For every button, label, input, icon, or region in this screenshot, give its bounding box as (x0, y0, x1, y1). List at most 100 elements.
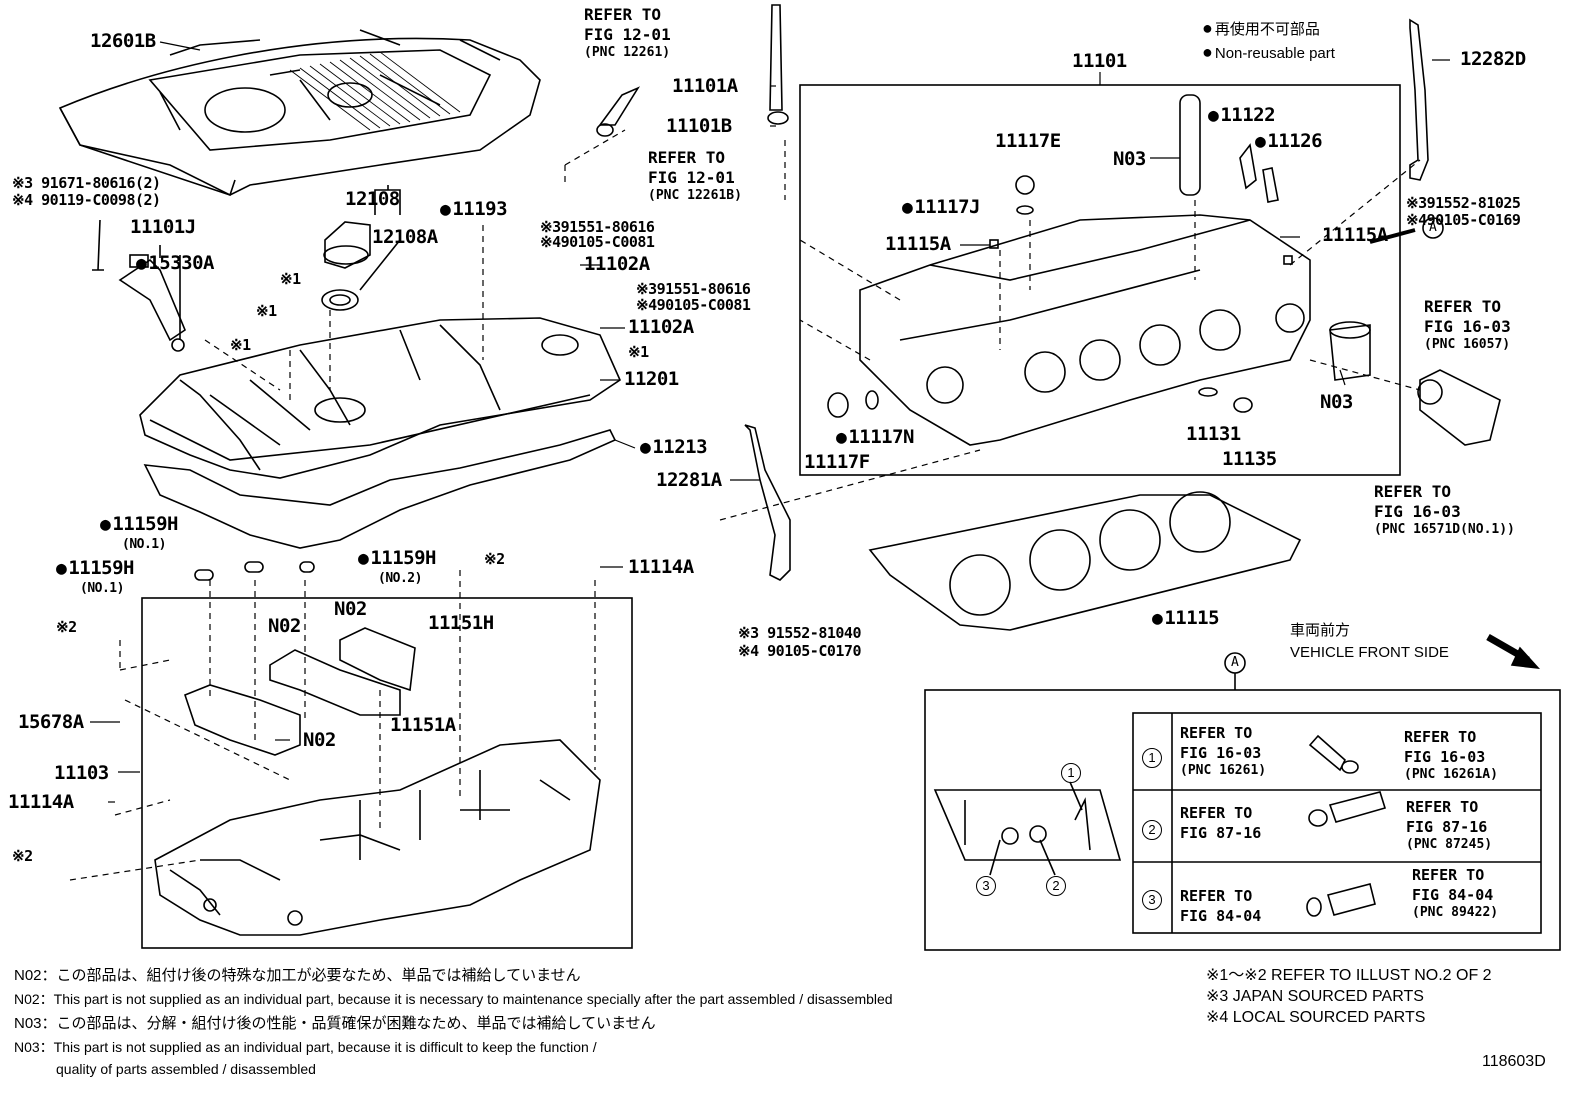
code-90105-c0081-a[interactable]: ※490105-C0081 (540, 233, 655, 251)
label-11103[interactable]: 11103 (54, 762, 109, 784)
detail-box-marker[interactable]: A (1231, 655, 1239, 670)
detail-callout-2: 2 (1046, 876, 1066, 896)
label-15330a-text: 15330A (148, 252, 214, 274)
head-cover-gasket-drawing (143, 429, 617, 549)
label-11193[interactable]: 11193 (440, 200, 507, 219)
label-11159h-no1-b[interactable]: 11159H (56, 559, 134, 578)
label-11115[interactable]: 11115 (1152, 609, 1219, 628)
marker-x1-a: ※1 (280, 270, 301, 288)
hose-drawing (596, 86, 1501, 446)
label-11115a-right[interactable]: 11115A (1322, 224, 1388, 246)
refer-fig: FIG 16-03 (1374, 502, 1461, 521)
refer-line: REFER TO (1404, 728, 1477, 746)
label-11101j[interactable]: 11101J (130, 216, 196, 238)
code-91552-81040[interactable]: ※3 91552-81040 (738, 624, 861, 642)
bracket-12281a-drawing (744, 424, 791, 581)
code-90119-c0098[interactable]: ※4 90119-C0098(2) (12, 191, 161, 209)
label-15330a[interactable]: 15330A (136, 254, 214, 273)
code-91551-80616-a[interactable]: ※391551-80616 (540, 218, 655, 236)
label-11117j[interactable]: 11117J (902, 198, 980, 217)
label-11159h-text: 11159H (68, 557, 134, 579)
code-90105-c0081-b[interactable]: ※490105-C0081 (636, 296, 751, 314)
code-91552-81025[interactable]: ※391552-81025 (1406, 194, 1521, 212)
refer-line: REFER TO (1424, 297, 1502, 316)
label-11101b[interactable]: 11101B (666, 115, 732, 137)
label-11117f[interactable]: 11117F (804, 451, 870, 473)
code-90105-c0169[interactable]: ※490105-C0169 (1406, 211, 1521, 229)
refer-line: REFER TO (1180, 724, 1253, 742)
note-n02-en: N02：This part is not supplied as an indi… (14, 991, 893, 1007)
label-11131[interactable]: 11131 (1186, 423, 1241, 445)
label-11135[interactable]: 11135 (1222, 448, 1277, 470)
label-11126[interactable]: 11126 (1255, 132, 1322, 151)
refer-line: REFER TO (1406, 798, 1479, 816)
note-n03-en-cont: quality of parts assembled / disassemble… (56, 1061, 316, 1077)
marker-x1-d: ※1 (628, 343, 649, 361)
label-n02-lower[interactable]: N02 (303, 729, 336, 751)
label-n02-left[interactable]: N02 (268, 615, 301, 637)
note-n03-jp: N03：この部品は、分解・組付け後の性能・品質確保が困難なため、単品では補給して… (14, 1015, 656, 1032)
refer-line: REFER TO (584, 5, 662, 24)
label-11151a[interactable]: 11151A (390, 714, 456, 736)
code-91671-80616[interactable]: ※3 91671-80616(2) (12, 174, 161, 192)
label-12281a[interactable]: 12281A (656, 469, 722, 491)
legend-jp-text: 再使用不可部品 (1214, 21, 1320, 38)
vehicle-front-en: VEHICLE FRONT SIDE (1290, 644, 1449, 661)
label-11159h-no2-sub: (NO.2) (378, 571, 422, 586)
label-11102a-upper[interactable]: 11102A (584, 253, 650, 275)
marker-a-head[interactable]: A (1429, 220, 1437, 235)
label-11122[interactable]: 11122 (1208, 106, 1275, 125)
refer-fig: FIG 12-01 (584, 25, 671, 44)
label-11115-text: 11115 (1164, 607, 1220, 629)
bearing-cap-drawing (184, 561, 416, 756)
refer-line: REFER TO (1180, 804, 1253, 822)
refer-pnc: (PNC 12261B) (648, 188, 742, 203)
label-11213[interactable]: 11213 (640, 438, 707, 457)
label-11201[interactable]: 11201 (624, 368, 679, 390)
label-11102a-lower[interactable]: 11102A (628, 316, 694, 338)
footnote-japan-sourced: ※3 JAPAN SOURCED PARTS (1206, 988, 1424, 1005)
label-11101a[interactable]: 11101A (672, 75, 738, 97)
label-12601b[interactable]: 12601B (90, 30, 156, 52)
label-n02-mid[interactable]: N02 (334, 598, 367, 620)
label-11117n[interactable]: 11117N (836, 428, 914, 447)
label-11213-text: 11213 (652, 436, 708, 458)
label-11151h[interactable]: 11151H (428, 612, 494, 634)
label-11115a-left[interactable]: 11115A (885, 233, 951, 255)
label-12108a[interactable]: 12108A (372, 226, 438, 248)
code-91551-80616-b[interactable]: ※391551-80616 (636, 280, 751, 298)
leader-lines (90, 41, 1450, 803)
label-n03-upper[interactable]: N03 (1113, 148, 1146, 170)
refer-fig: FIG 87-16 (1406, 817, 1488, 836)
label-12282d[interactable]: 12282D (1460, 48, 1526, 70)
refer-line: REFER TO (1412, 866, 1485, 884)
refer-fig: FIG 16-03 (1424, 317, 1511, 336)
detail-engine-sketch (933, 781, 1122, 876)
label-11159h-no1-a[interactable]: 11159H (100, 515, 178, 534)
refer-fig: FIG 16-03 (1404, 747, 1486, 766)
legend-en-text: Non-reusable part (1214, 45, 1335, 62)
note-n03-en: N03：This part is not supplied as an indi… (14, 1039, 597, 1055)
label-11117e[interactable]: 11117E (995, 130, 1061, 152)
label-n03-lower[interactable]: N03 (1320, 391, 1353, 413)
label-11159h-no2[interactable]: 11159H (358, 549, 436, 568)
code-90105-c0170[interactable]: ※4 90105-C0170 (738, 642, 861, 660)
marker-x2-a: ※2 (484, 550, 505, 568)
bracket-12282d-drawing (1409, 18, 1429, 181)
refer-pnc: (PNC 16261) (1180, 763, 1267, 778)
label-11114a-upper[interactable]: 11114A (628, 556, 694, 578)
label-12108[interactable]: 12108 (345, 188, 400, 210)
label-11114a-lower[interactable]: 11114A (8, 791, 74, 813)
label-15678a[interactable]: 15678A (18, 711, 84, 733)
label-11101[interactable]: 11101 (1072, 50, 1127, 72)
